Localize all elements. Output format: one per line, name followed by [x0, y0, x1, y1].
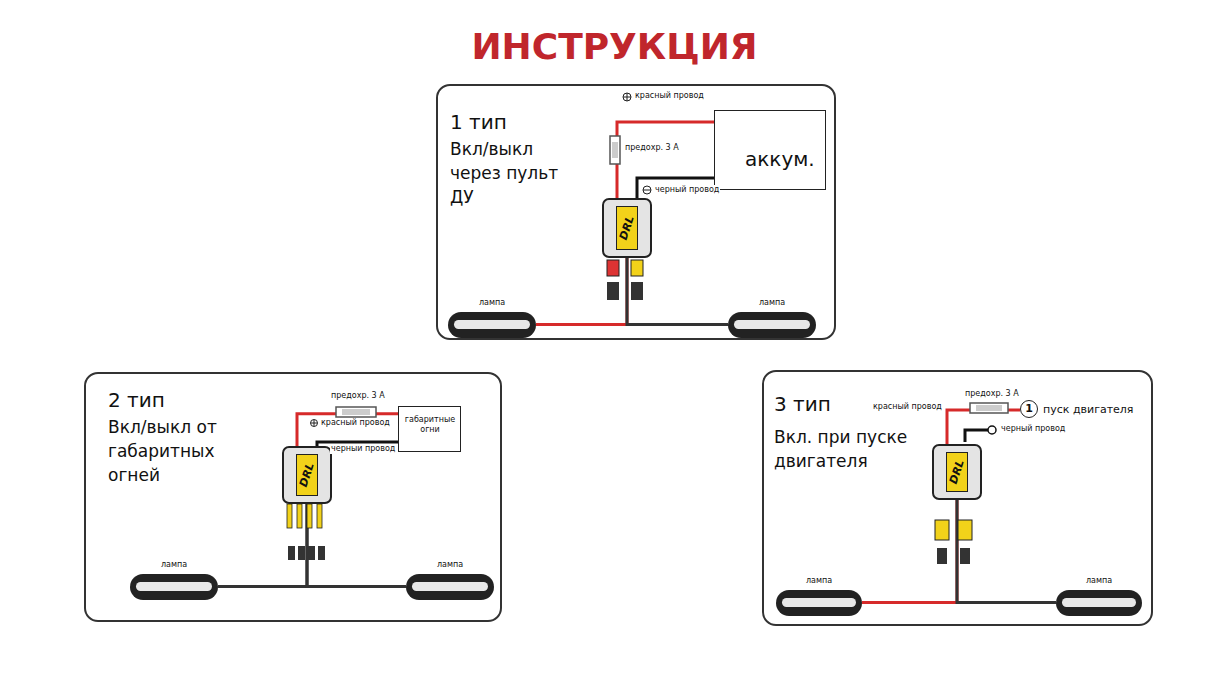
drl-lamp: лампа: [776, 576, 862, 616]
node-text: пуск двигателя: [1043, 402, 1133, 417]
wiring-detail: [988, 426, 996, 434]
drl-lamp: лампа: [728, 298, 816, 338]
wiring-detail: [297, 504, 302, 528]
drl-lamp: лампа: [1056, 576, 1142, 616]
type-panel: 2 типВкл/выкл от габаритных огней габарит…: [84, 372, 502, 622]
wire: [297, 414, 398, 446]
wiring-detail: [976, 405, 1002, 411]
wiring-detail: [607, 260, 619, 276]
drl-label-plate: DRL: [296, 454, 318, 496]
wiring-detail: [288, 546, 325, 560]
node-text: 2 тип: [108, 386, 228, 414]
wiring-detail: [970, 403, 1008, 413]
wiring-detail: [607, 282, 619, 300]
type-panel: 3 типВкл. при пуске двигателя1пуск двига…: [762, 370, 1153, 626]
wire-label: красный провод: [634, 91, 705, 101]
wiring-detail: [287, 504, 322, 528]
drl-label-plate: DRL: [616, 206, 638, 250]
node-text: лампа: [728, 298, 816, 308]
device-box: габаритные огни: [398, 406, 461, 452]
node-text: лампа: [130, 560, 218, 570]
wiring-detail: [612, 142, 618, 158]
node-text: DRL: [296, 461, 318, 489]
wiring-detail: [631, 260, 643, 276]
wiring-detail: [643, 186, 651, 194]
node-text: Вкл/выкл от габаритных огней: [108, 416, 258, 487]
wiring-detail: [336, 407, 376, 417]
node-text: габаритные огни: [403, 415, 457, 435]
wiring-detail: [317, 504, 322, 528]
drl-controller: DRL: [602, 198, 652, 258]
wire-label: черный провод: [654, 185, 720, 195]
lamp-body: [776, 590, 862, 616]
wiring-detail: [960, 548, 970, 564]
wire-label: красный провод: [320, 418, 391, 428]
wire: [307, 504, 406, 586]
wiring-detail: [318, 546, 325, 560]
node-text: 1: [1020, 400, 1038, 418]
lamp-lens: [1062, 598, 1136, 607]
lamp-body: [448, 312, 536, 338]
lamp-lens: [734, 320, 810, 329]
device-box: аккум.: [714, 110, 826, 190]
wiring-detail: [958, 520, 972, 540]
wiring-detail: [643, 190, 651, 191]
type-panel: 1 типВкл/выкл через пульт ДУ аккум. DRL лам…: [436, 84, 836, 340]
wiring-detail: [342, 409, 370, 415]
node-text: Вкл/выкл через пульт ДУ: [450, 138, 578, 209]
lamp-lens: [454, 320, 530, 329]
wire-label: предохр. 3 А: [624, 143, 680, 153]
wiring-detail: [937, 548, 947, 564]
wiring-detail: [631, 282, 643, 300]
wiring-detail: [965, 430, 988, 442]
wire: [627, 258, 728, 324]
wiring-detail: [308, 546, 315, 560]
wire: [536, 258, 627, 324]
wire: [862, 500, 957, 602]
drl-lamp: лампа: [406, 560, 494, 600]
node-text: лампа: [776, 576, 862, 586]
wiring-detail: [288, 546, 295, 560]
lamp-lens: [412, 582, 488, 591]
drl-lamp: лампа: [448, 298, 536, 338]
wire: [957, 500, 1056, 602]
wire-label: предохр. 3 А: [330, 391, 386, 401]
wire-label: предохр. 3 А: [964, 389, 1020, 399]
ignition-terminal: 1 пуск двигателя: [1020, 400, 1150, 420]
lamp-body: [1056, 590, 1142, 616]
node-text: лампа: [406, 560, 494, 570]
drl-controller: DRL: [932, 444, 982, 500]
wiring-detail: [287, 504, 292, 528]
drl-lamp: лампа: [130, 560, 218, 600]
wire: [218, 504, 307, 586]
lamp-lens: [782, 598, 856, 607]
node-text: аккум.: [745, 145, 815, 173]
wiring-detail: [623, 93, 631, 101]
wire-label: черный провод: [1000, 424, 1066, 434]
wiring-detail: [311, 420, 318, 427]
lamp-body: [130, 574, 218, 600]
node-text: DRL: [616, 214, 638, 242]
node-text: Вкл. при пуске двигателя: [774, 426, 934, 474]
wiring-detail: [307, 504, 312, 528]
drl-label-plate: DRL: [946, 452, 968, 492]
wiring-detail: [935, 520, 949, 540]
node-text: лампа: [448, 298, 536, 308]
diagram-title: ИНСТРУКЦИЯ: [0, 26, 1229, 67]
wiring-detail: [298, 546, 305, 560]
lamp-lens: [136, 582, 212, 591]
drl-controller: DRL: [282, 446, 332, 504]
node-text: лампа: [1056, 576, 1142, 586]
wiring-detail: [311, 420, 317, 426]
node-text: DRL: [946, 458, 968, 486]
wire-label: черныи провод: [330, 444, 396, 454]
wire-label: красный провод: [872, 402, 943, 412]
wiring-detail: [623, 93, 631, 101]
lamp-body: [728, 312, 816, 338]
wiring-detail: [610, 136, 620, 164]
node-text: 1 тип: [450, 108, 570, 136]
lamp-body: [406, 574, 494, 600]
